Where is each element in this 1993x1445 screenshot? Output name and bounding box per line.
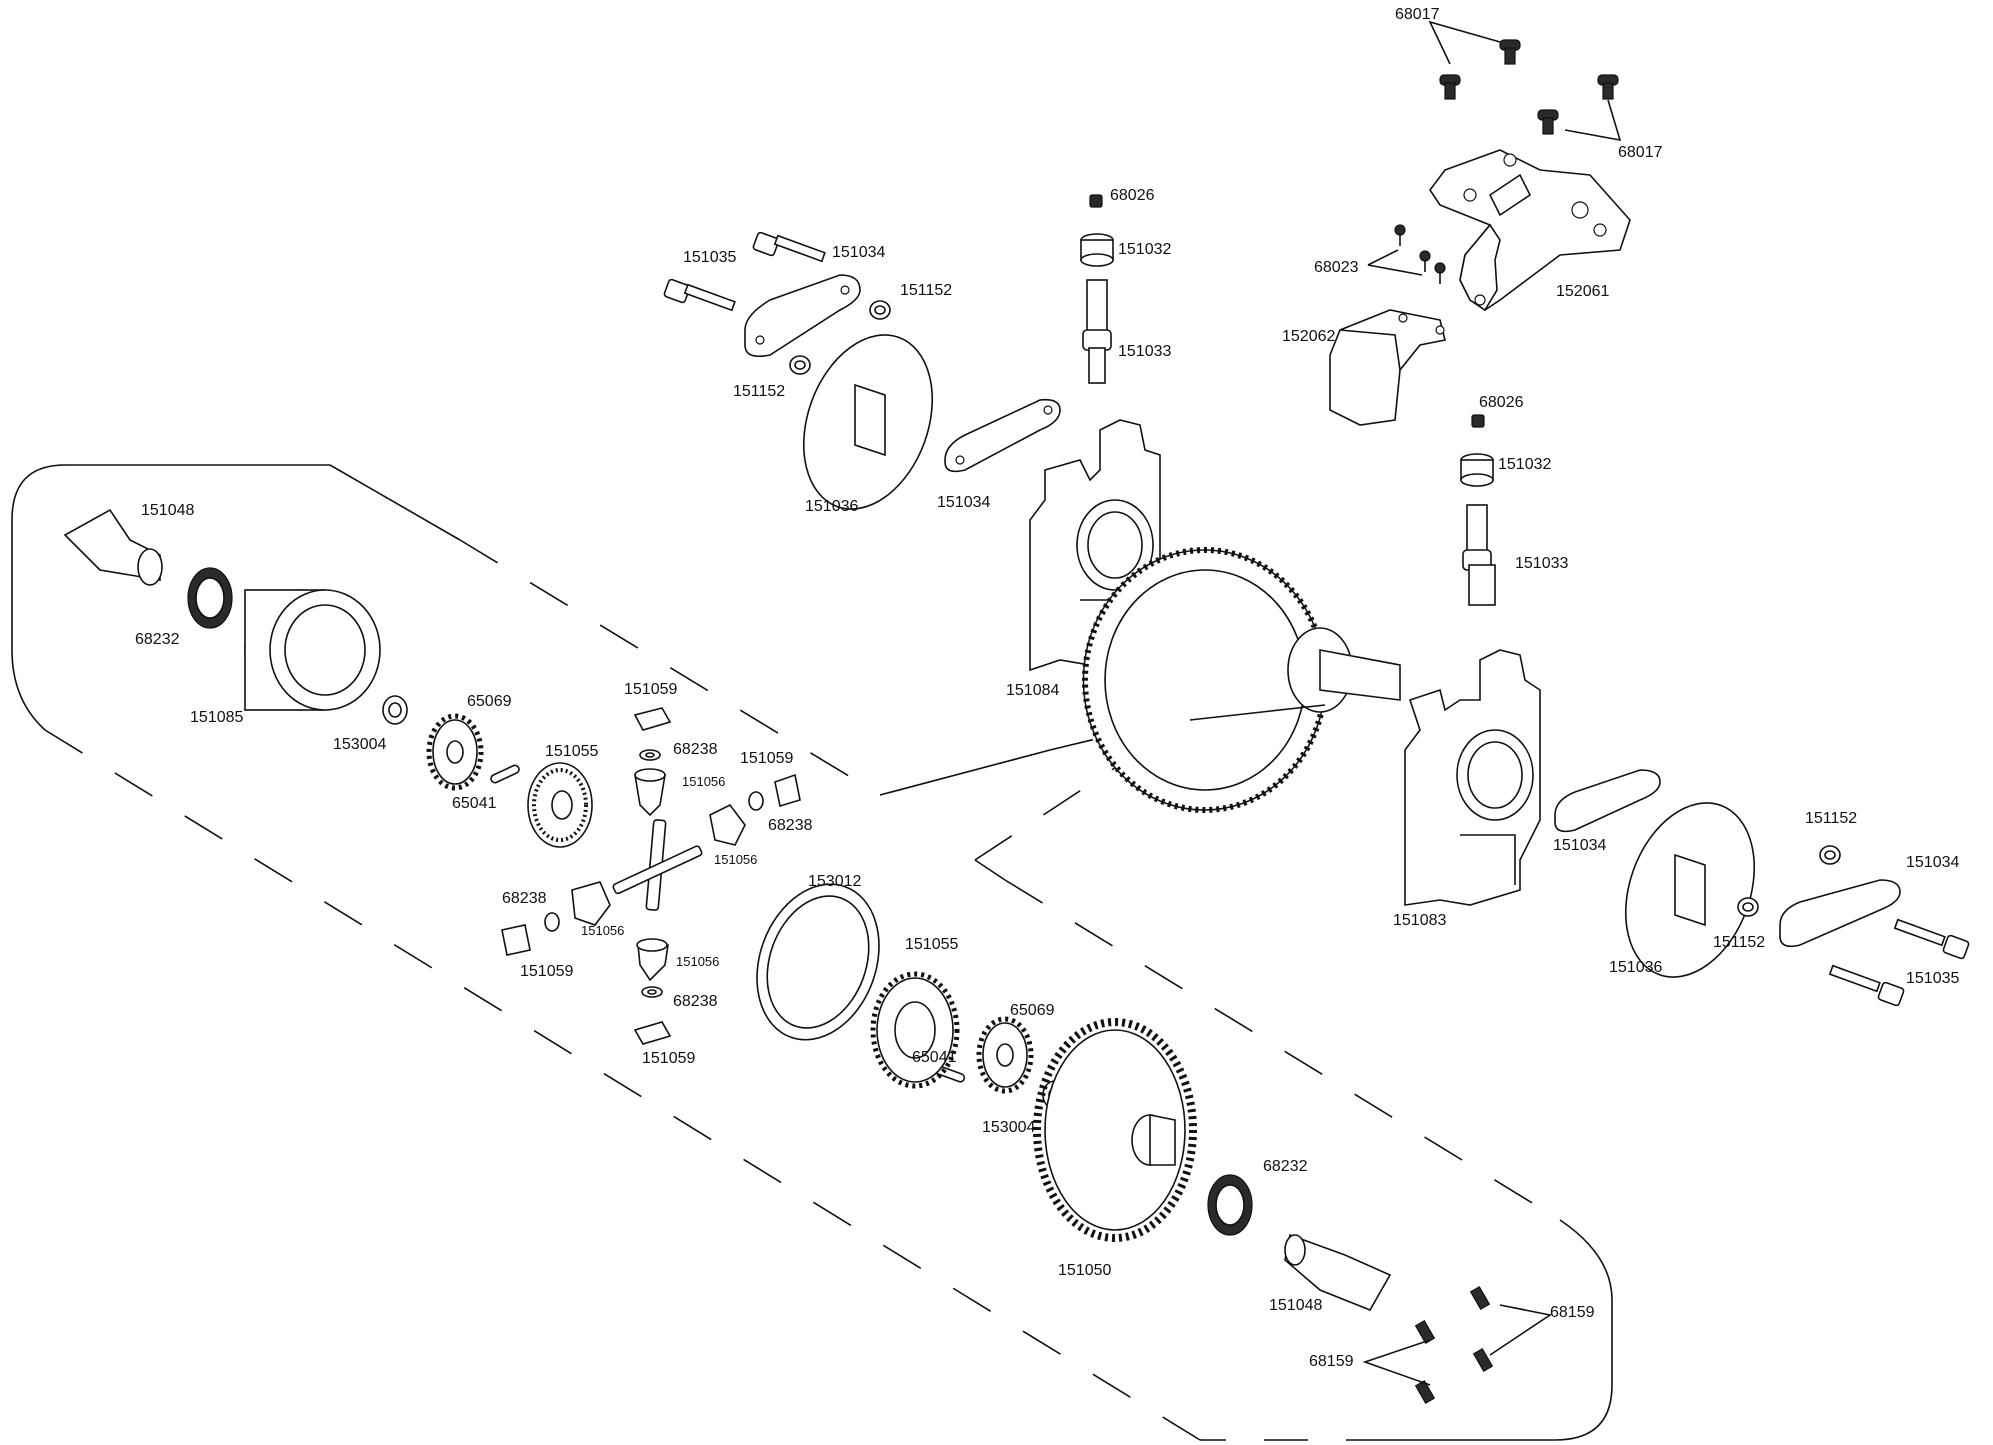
label-151033-b: 151033 [1515,555,1568,572]
label-151035-a: 151035 [683,249,736,266]
label-151152-d: 151152 [1713,934,1765,951]
label-151033-a: 151033 [1118,343,1171,360]
label-151034-a: 151034 [832,244,885,261]
label-65069-a: 65069 [467,693,512,710]
label-68026-a: 68026 [1110,187,1155,204]
brake-disc-151036-lower [1624,802,1756,978]
brake-bolt-151035-lower [1828,918,1970,1007]
label-151032-b: 151032 [1498,456,1551,473]
label-68159-a: 68159 [1550,1304,1595,1321]
grub-screw-68026 [1089,194,1485,428]
label-68026-b: 68026 [1479,394,1524,411]
label-152061: 152061 [1556,283,1609,300]
label-151084: 151084 [1006,682,1059,699]
label-151036-a: 151036 [805,498,858,515]
label-153004-b: 153004 [982,1119,1035,1136]
screw-68159 [1362,1286,1553,1404]
label-153004-a: 153004 [333,736,386,753]
label-151056-a: 151056 [682,774,725,789]
part-labels: 68017 68017 68026 151032 151033 151035 1… [135,6,1959,1370]
label-151059-c: 151059 [520,963,573,980]
label-151152-a: 151152 [900,282,952,299]
label-151056-b: 151056 [714,852,757,867]
label-68238-a: 68238 [673,741,718,758]
label-68232-a: 68232 [135,631,180,648]
spider-gear-151056 [571,768,746,982]
label-151056-c: 151056 [581,923,624,938]
label-151034-b: 151034 [937,494,990,511]
label-151059-b: 151059 [740,750,793,767]
brake-pad-151034-lower [1554,769,1901,948]
brake-disc-151036 [802,334,934,510]
label-68159-b: 68159 [1309,1353,1354,1370]
label-151036-b: 151036 [1609,959,1662,976]
label-151085: 151085 [190,709,243,726]
label-151032-a: 151032 [1118,241,1171,258]
label-151059-d: 151059 [642,1050,695,1067]
spring-151152-lower [1737,845,1841,917]
label-65041-a: 65041 [452,795,497,812]
label-68023: 68023 [1314,259,1359,276]
washer-153004 [382,695,1068,1110]
diff-case-151085 [244,589,381,711]
label-65069-b: 65069 [1010,1002,1055,1019]
outdrive-151048 [63,508,163,586]
label-151055-b: 151055 [905,936,958,953]
bushing-151032 [1080,233,1494,487]
screw-68023 [1367,224,1446,284]
spur-gear-cover-152061 [1429,149,1631,312]
label-151059-a: 151059 [624,681,677,698]
label-151034-c: 151034 [1553,837,1606,854]
brake-bolt-151035 [663,231,826,312]
label-68017-a: 68017 [1395,6,1440,23]
label-152062: 152062 [1282,328,1335,345]
label-151083: 151083 [1393,912,1446,929]
ring-gear-151050 [1033,1018,1197,1242]
label-65041-b: 65041 [912,1049,957,1066]
label-68238-b: 68238 [768,817,813,834]
bevel-gear-151055 [527,762,960,1089]
label-151048-b: 151048 [1269,1297,1322,1314]
thrust-block-151059 [501,707,801,1045]
brake-pad-151034 [744,274,1061,473]
label-151035-b: 151035 [1906,970,1959,987]
outdrive-151048-lower [1284,1233,1392,1312]
label-151152-b: 151152 [733,383,785,400]
label-151152-c: 151152 [1805,810,1857,827]
label-151050: 151050 [1058,1262,1111,1279]
cross-pin [612,819,703,911]
spring-151152 [789,300,891,375]
gear-65069 [426,713,1034,1094]
bearing-68232 [187,567,1253,1236]
label-151048-a: 151048 [141,502,194,519]
label-68232-b: 68232 [1263,1158,1308,1175]
assembled-center-diff [1082,547,1401,813]
differential-group-outline [11,464,1613,1441]
leader-lines [1189,704,1326,721]
label-153012: 153012 [808,873,861,890]
label-151056-d: 151056 [676,954,719,969]
label-68017-b: 68017 [1618,144,1663,161]
cover-mount-152062 [1329,309,1446,426]
screw-68017 [1428,20,1622,142]
brake-cam-151033 [1082,279,1496,606]
label-68238-d: 68238 [673,993,718,1010]
label-68238-c: 68238 [502,890,547,907]
label-151034-d: 151034 [1906,854,1959,871]
shim-68238 [544,749,764,998]
center-diff-mount-151083 [1404,649,1541,906]
label-151055-a: 151055 [545,743,598,760]
gasket-153012 [756,883,880,1041]
